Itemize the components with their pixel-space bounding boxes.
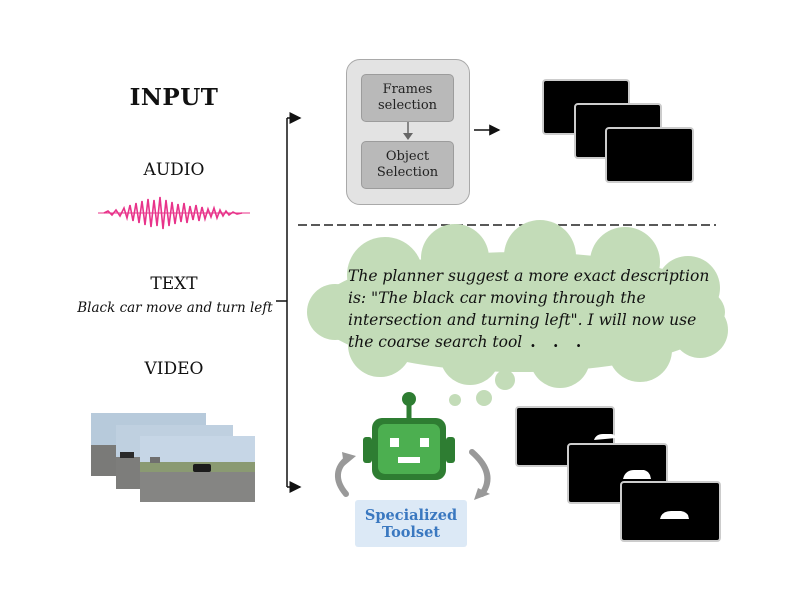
thought-ellipsis: . . . <box>530 332 588 351</box>
text-label: TEXT <box>150 274 198 294</box>
stage-arrow-icon <box>403 122 413 140</box>
cycle-arrow-icon <box>335 449 491 500</box>
bottom-output-frames <box>515 406 721 542</box>
pipeline-panel: Frames selection Object Selection <box>346 59 470 205</box>
planner-thought-text: The planner suggest a more exact descrip… <box>348 265 710 353</box>
audio-label: AUDIO <box>143 160 205 180</box>
robot-icon <box>363 392 455 480</box>
thought-bubble-dot <box>476 390 492 406</box>
mask-frame-icon <box>605 127 694 183</box>
top-output-frames <box>542 79 694 183</box>
video-frame-icon <box>140 436 255 502</box>
input-title: INPUT <box>129 84 219 111</box>
frames-selection-stage: Frames selection <box>361 74 454 122</box>
video-frames-icon <box>91 413 255 502</box>
thought-bubble-dot <box>449 394 461 406</box>
object-selection-stage: Object Selection <box>361 141 454 189</box>
input-bracket-connector <box>276 112 302 493</box>
text-query-caption: Black car move and turn left <box>77 300 273 316</box>
planner-thought: The planner suggest a more exact descrip… <box>348 267 710 351</box>
mask-frame-icon <box>620 481 721 542</box>
specialized-toolset-label: Specialized Toolset <box>355 500 467 547</box>
audio-waveform-icon <box>98 196 250 230</box>
thought-bubble-dot <box>495 370 515 390</box>
thought-cloud <box>307 220 728 406</box>
video-label: VIDEO <box>144 359 204 379</box>
